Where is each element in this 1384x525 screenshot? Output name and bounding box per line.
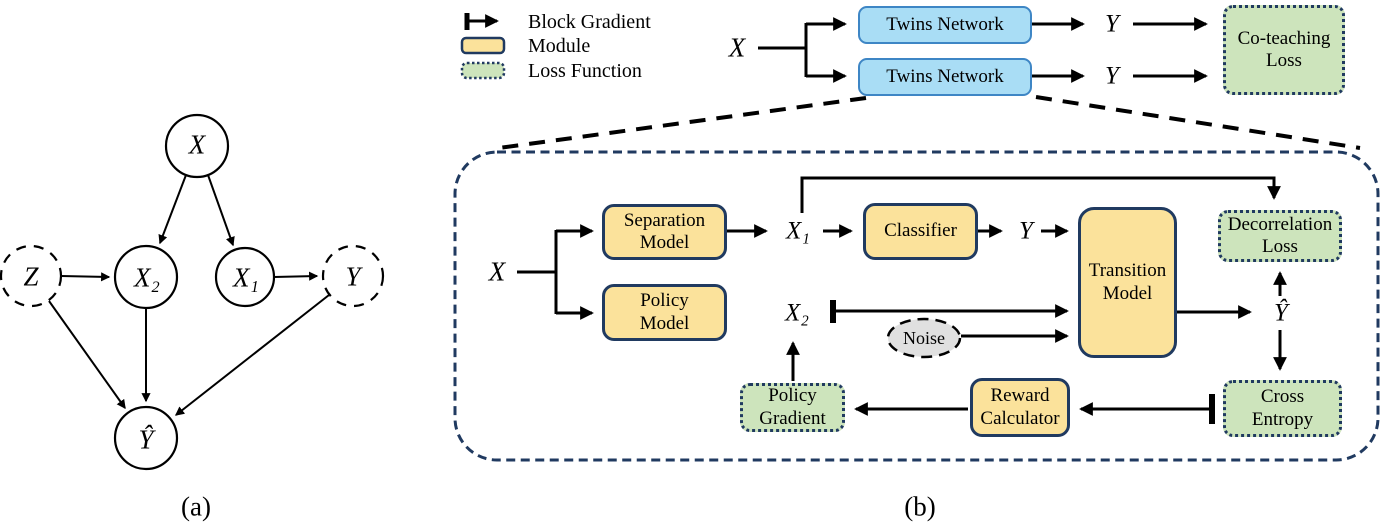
cross-entropy-box: Cross Entropy	[1223, 380, 1342, 437]
noise-label: Noise	[903, 328, 945, 348]
b-x1-label: X₁	[786, 217, 810, 245]
co-teaching-loss-box: Co-teaching Loss	[1223, 5, 1345, 95]
node-y-label: Y	[345, 261, 361, 292]
reward-calculator-box: Reward Calculator	[970, 378, 1070, 437]
loss-function-icon	[460, 61, 506, 80]
twins-network-bottom-box: Twins Network	[858, 58, 1032, 96]
edge-z-to-yhat	[48, 300, 126, 410]
classifier-box: Classifier	[863, 203, 978, 260]
b-x2-label: X₂	[785, 299, 809, 327]
edge-z-to-x2	[60, 272, 111, 282]
policy-gradient-box: Policy Gradient	[740, 383, 845, 432]
policy-model-box: Policy Model	[602, 284, 727, 341]
twins-network-top-box: Twins Network	[858, 6, 1032, 44]
edge-x1-to-decorrelation	[800, 176, 1281, 213]
noise-ellipse	[886, 317, 962, 359]
node-x1-label: X₁	[233, 262, 259, 293]
caption-b: (b)	[904, 491, 936, 522]
node-x-circle	[164, 113, 230, 179]
decorrelation-loss-box: Decorrelation Loss	[1218, 210, 1342, 262]
node-x2-label: X₂	[134, 262, 160, 293]
edge-x-to-x2	[158, 174, 187, 245]
b-yhat-label: Ŷ	[1274, 299, 1288, 327]
transition-model-box: Transition Model	[1078, 207, 1177, 358]
b-y-label: Y	[1019, 217, 1033, 245]
legend-label-module: Module	[528, 35, 591, 57]
node-yhat-label: Ŷ	[138, 424, 154, 455]
node-yhat-circle	[113, 405, 179, 471]
module-icon	[460, 36, 506, 55]
edge-x1-to-y	[273, 271, 319, 281]
zoom-connector-left	[498, 96, 867, 150]
separation-model-box: Separation Model	[602, 204, 727, 260]
top-x-label: X	[728, 32, 746, 63]
node-z-label: Z	[23, 261, 39, 292]
block-gradient-icon	[464, 13, 499, 30]
caption-a: (a)	[181, 491, 211, 522]
top-y-top-label: Y	[1105, 10, 1119, 38]
edge-y-to-yhat	[174, 294, 330, 416]
node-x-label: X	[188, 129, 206, 160]
zoom-connector-right	[1035, 95, 1361, 150]
legend-label-block-gradient: Block Gradient	[528, 11, 651, 33]
node-y-circle	[321, 244, 385, 308]
edge-x-to-x1	[207, 174, 235, 247]
b-x-label: X	[488, 256, 506, 287]
legend-label-loss-function: Loss Function	[528, 60, 642, 82]
top-y-bottom-label: Y	[1105, 62, 1119, 90]
detail-container	[453, 150, 1380, 462]
